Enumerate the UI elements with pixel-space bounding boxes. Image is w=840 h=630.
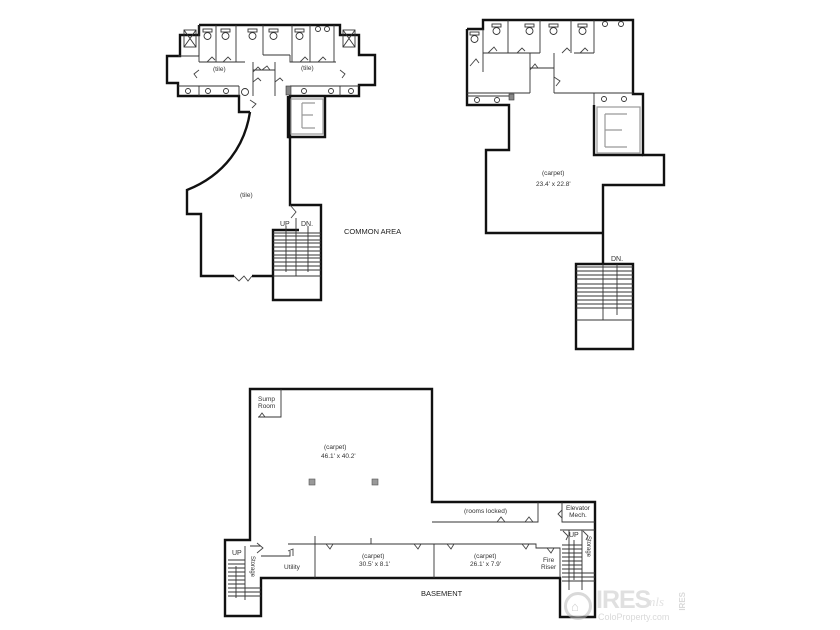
stairs-up-label: UP [280, 221, 290, 228]
room-label-fire-riser: Fire Riser [541, 557, 556, 572]
riser-line1: Fire [542, 557, 555, 564]
ires-watermark: ⌂ IRES mls ColoProperty.com IRES [562, 586, 692, 626]
room-label-hall-east-dimensions: 26.1' x 7.9' [470, 561, 502, 568]
room-label-locked-rooms: (rooms locked) [464, 508, 507, 515]
sump-line1: Sump [258, 396, 275, 403]
room-label-main-material: (carpet) [324, 444, 347, 451]
room-label-hall-west-dimensions: 30.5' x 8.1' [359, 561, 391, 568]
watermark-site: ColoProperty.com [598, 612, 670, 622]
watermark-brand-suffix: mls [646, 594, 665, 609]
stairs-down-label: DN. [301, 221, 314, 228]
room-label-upper-material: (carpet) [542, 170, 565, 177]
basement-plan [223, 387, 597, 619]
watermark-side-text: IRES [678, 592, 687, 611]
room-label-main-dimensions: 46.1' x 40.2' [321, 453, 356, 460]
room-label-utility: Utility [284, 564, 300, 571]
room-label-upper-dimensions: 23.4' x 22.8' [536, 181, 571, 188]
watermark-brand: IRES [596, 586, 651, 614]
basement-title: BASEMENT [421, 589, 463, 598]
house-logo-icon [564, 592, 592, 620]
room-label-sump-room: Sump Room [258, 396, 275, 411]
house-icon: ⌂ [571, 599, 579, 614]
room-label-hall-east-material: (carpet) [474, 553, 497, 560]
room-label-restroom-right: (tile) [301, 65, 314, 72]
main-floor-plan [165, 23, 377, 302]
room-label-storage-east: Storage [584, 536, 591, 558]
sump-line2: Room [258, 403, 276, 411]
elev-line1: Elevator [566, 505, 590, 512]
elev-line2: Mech. [569, 512, 587, 520]
room-label-elevator-mech: Elevator Mech. [566, 505, 590, 520]
room-label-lobby: (tile) [240, 192, 253, 199]
basement-east-stairs-up-label: UP [569, 532, 579, 539]
room-label-hall-west-material: (carpet) [362, 553, 385, 560]
room-label-storage-west: Storage [248, 556, 255, 578]
upper-stairs-down-label: DN. [611, 256, 624, 263]
basement-west-stairs-up-label: UP [232, 550, 242, 557]
room-label-restroom-left: (tile) [213, 66, 226, 73]
common-area-title: COMMON AREA [344, 227, 402, 236]
upper-floor-plan [465, 18, 666, 351]
riser-line2: Riser [541, 564, 557, 572]
